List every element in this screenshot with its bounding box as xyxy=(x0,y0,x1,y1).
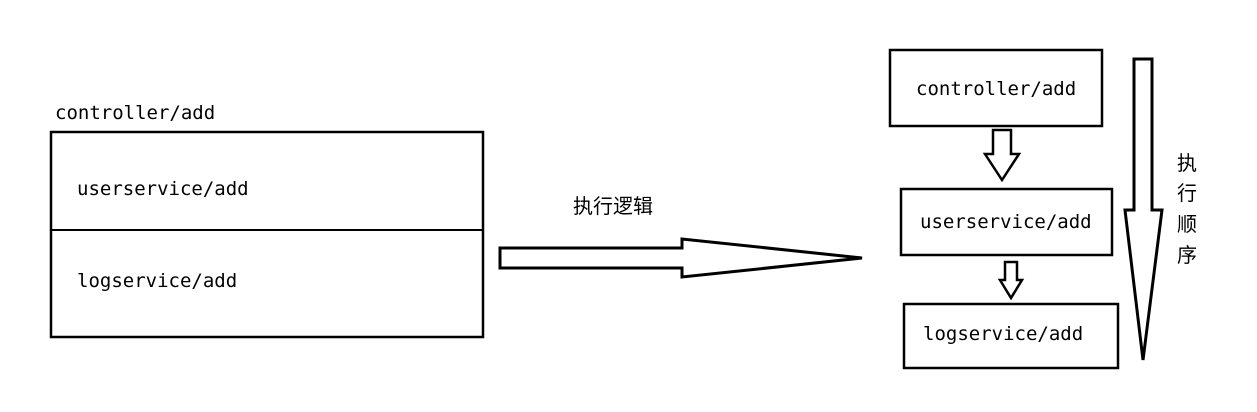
left-inner-top-label: userservice/add xyxy=(77,178,249,200)
left-outer-box xyxy=(49,130,485,339)
right-box-logservice-label: logservice/add xyxy=(923,323,1083,345)
right-box-userservice xyxy=(899,187,1114,257)
order-label-char: 行 xyxy=(1177,181,1197,205)
left-outer-label: controller/add xyxy=(55,102,215,124)
flow-arrow-icon xyxy=(498,237,863,279)
down-arrow-icon xyxy=(997,260,1025,301)
left-inner-bottom-label: logservice/add xyxy=(77,270,237,292)
order-label-char: 顺 xyxy=(1177,212,1197,236)
right-box-logservice xyxy=(902,302,1120,370)
right-box-controller-label: controller/add xyxy=(916,78,1076,100)
order-label-char: 执 xyxy=(1177,151,1197,175)
order-label: 执 行 顺 序 xyxy=(1177,151,1197,267)
order-arrow-icon xyxy=(1123,57,1164,361)
down-arrow-icon xyxy=(982,128,1022,183)
right-box-userservice-label: userservice/add xyxy=(920,211,1092,233)
order-label-char: 序 xyxy=(1177,243,1197,267)
middle-arrow-label: 执行逻辑 xyxy=(573,194,653,218)
right-box-controller xyxy=(888,48,1104,128)
